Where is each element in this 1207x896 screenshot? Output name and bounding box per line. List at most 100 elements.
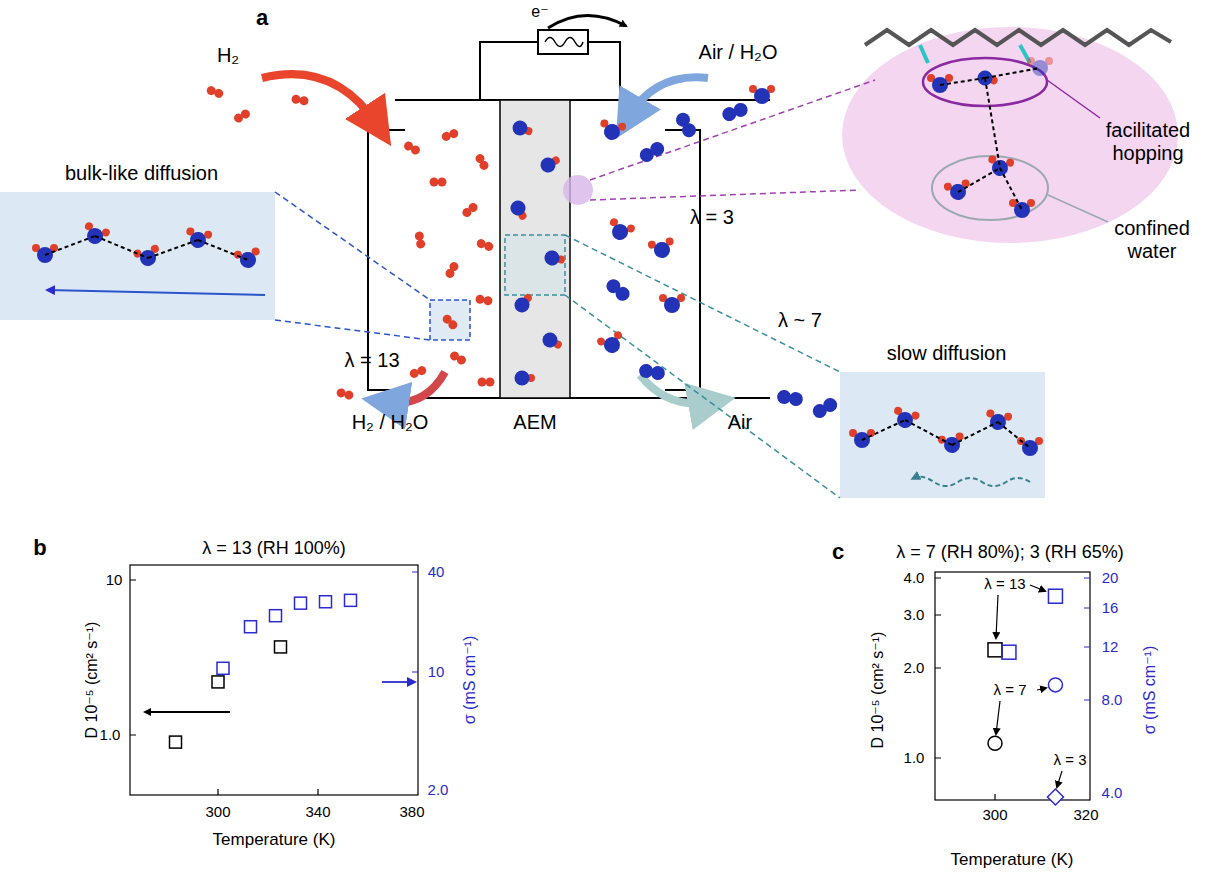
gas-label: Air: [728, 411, 752, 434]
polymer-backbone: [865, 30, 1171, 45]
molecule: [540, 330, 565, 353]
panel-letter: a: [256, 5, 268, 30]
hydration-label: λ ~ 7: [778, 309, 822, 332]
callout-line: [1047, 80, 1100, 118]
tick-label: 4.0: [904, 569, 925, 586]
molecule: [184, 227, 213, 250]
data-point: [1048, 678, 1062, 692]
data-point: [1047, 789, 1063, 805]
axis-title: σ (mS cm⁻¹): [461, 636, 479, 725]
flow-arrow: [640, 375, 712, 403]
molecule: [637, 139, 667, 164]
hydrogen-bond: [985, 78, 1000, 168]
molecule: [414, 231, 426, 249]
hydrogen-bond: [1000, 168, 1022, 210]
tick-label: 12: [1102, 638, 1119, 655]
molecule: [336, 387, 355, 400]
tick-label: 320: [1073, 806, 1098, 823]
chart-title: λ = 13 (RH 100%): [202, 538, 346, 559]
gas-label: H₂ / H₂O: [352, 411, 429, 434]
molecule: [475, 238, 494, 252]
inset-panel: bulk-like diffusion: [0, 158, 283, 320]
hydrogen-bond: [940, 78, 985, 85]
molecule: [1027, 57, 1053, 76]
molecule: [515, 371, 536, 386]
callout-label: facilitated hopping: [1098, 119, 1198, 165]
tick-label: 10: [106, 571, 123, 588]
molecule: [647, 237, 676, 260]
molecule: [32, 244, 58, 263]
molecule: [430, 178, 447, 187]
axis-pointer: [145, 711, 230, 713]
molecule: [440, 128, 459, 142]
molecule: [478, 378, 495, 387]
electron-arrow: [548, 15, 626, 28]
tick-label: 4.0: [1102, 784, 1123, 801]
panel-heading: slow diffusion: [840, 338, 1053, 365]
hydrogen-bond: [148, 240, 198, 258]
panel-heading: bulk-like diffusion: [0, 158, 283, 185]
panel-letter: c: [832, 539, 844, 564]
meter-wave: [545, 38, 583, 47]
molecule: [402, 140, 421, 156]
tick-label: 300: [205, 803, 230, 820]
tick-label: 16: [1102, 599, 1119, 616]
molecule: [233, 247, 262, 270]
data-point: [1048, 589, 1062, 603]
data-point: [320, 596, 332, 608]
hydrogen-bond: [905, 420, 952, 445]
molecule: [673, 110, 698, 140]
tick-label: 1.0: [904, 749, 925, 766]
data-point: [245, 621, 257, 633]
molecule: [605, 217, 636, 244]
zoom-box: [505, 235, 565, 295]
hydrogen-bond: [958, 168, 1000, 192]
molecule: [720, 101, 749, 123]
hydrogen-bond: [198, 240, 248, 260]
axis-title: σ (mS cm⁻¹): [1141, 646, 1159, 735]
series-label: λ = 13: [984, 575, 1025, 592]
molecule: [943, 179, 972, 202]
molecule: [543, 249, 566, 267]
inset-panel: slow diffusion: [840, 338, 1053, 498]
data-point: [275, 641, 287, 653]
tick-label: 300: [982, 806, 1007, 823]
data-point: [988, 643, 1002, 657]
molecule: [659, 294, 685, 313]
axis-title: Temperature (K): [951, 850, 1074, 870]
electron-label: e⁻: [531, 3, 548, 21]
inset-ground: [0, 192, 275, 320]
molecule: [133, 244, 163, 269]
molecule: [408, 365, 427, 379]
molecule: [80, 221, 111, 248]
molecule: [510, 118, 534, 139]
molecule: [444, 260, 460, 279]
gas-label: Air / H₂O: [699, 41, 778, 64]
molecule: [937, 432, 966, 455]
molecule: [475, 294, 493, 306]
molecule: [749, 85, 775, 104]
chart-frame: [935, 572, 1090, 800]
membrane-label: AEM: [513, 411, 556, 434]
tick-label: 3.0: [904, 606, 925, 623]
tick-label: 380: [399, 803, 424, 820]
hydrogen-bond: [952, 422, 998, 445]
molecule: [976, 69, 1000, 89]
membrane-band: [500, 100, 570, 398]
molecule: [776, 389, 804, 407]
axis-pointer: [382, 681, 414, 683]
molecule: [638, 363, 666, 381]
zoom-box: [430, 300, 470, 340]
series-label: λ = 7: [994, 681, 1027, 698]
molecule: [1009, 199, 1035, 218]
data-point: [270, 610, 282, 622]
molecule: [984, 409, 1013, 432]
molecule: [205, 85, 224, 99]
axis-title: D 10⁻⁵ (cm² s⁻¹): [869, 632, 887, 749]
molecule: [232, 108, 251, 124]
callout-label: confined water: [1102, 217, 1202, 263]
hydration-label: λ = 13: [344, 349, 399, 372]
inset-ground: [840, 372, 1045, 498]
molecule: [448, 350, 467, 366]
